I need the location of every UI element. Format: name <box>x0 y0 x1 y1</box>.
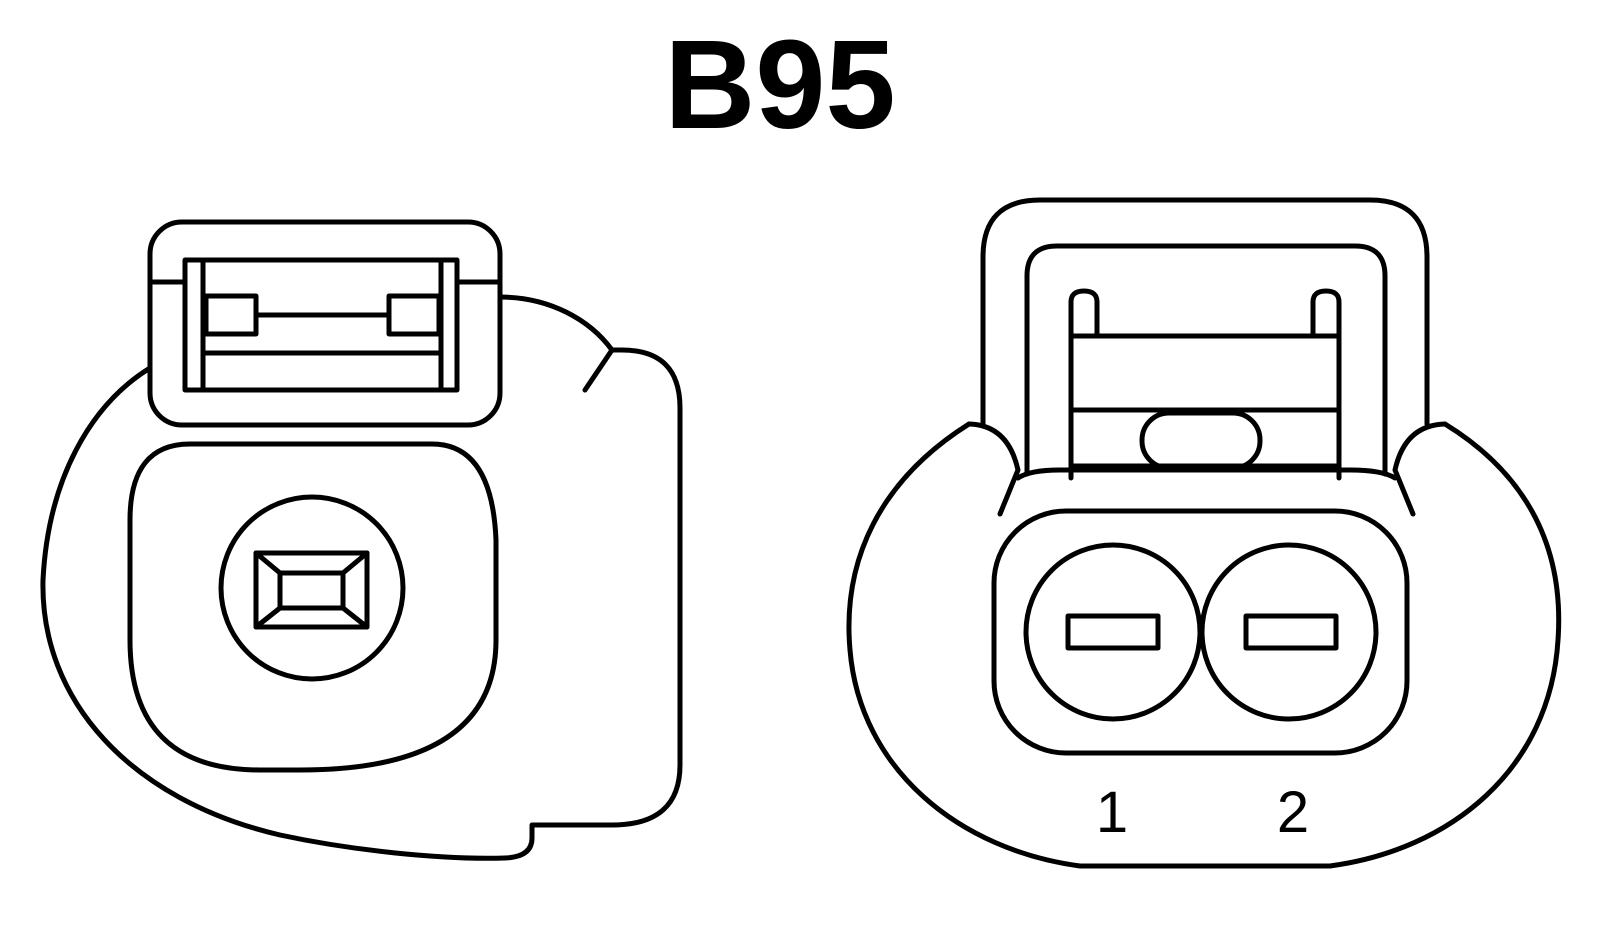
latch-tab-left <box>203 293 259 337</box>
front-housing-top <box>1015 467 1398 481</box>
pin-label-1: 1 <box>1096 780 1128 845</box>
latch-post-left <box>1068 288 1100 481</box>
pin-label-2: 2 <box>1277 780 1309 845</box>
connector-title: B95 <box>664 14 895 155</box>
pin-cavity-2 <box>1199 542 1379 722</box>
wire-seal-inner <box>277 570 346 611</box>
connector-notch <box>582 347 615 393</box>
front-shoulder-right <box>1392 421 1448 517</box>
connector-body-outline <box>40 347 683 861</box>
connector-back-view <box>40 219 683 861</box>
front-shoulder-left <box>966 421 1021 517</box>
wire-seal-outer <box>253 550 370 630</box>
wire-seal-bevel-tl <box>253 550 283 576</box>
connector-body-bulge <box>497 294 615 353</box>
latch-tab-right <box>386 293 442 337</box>
front-latch-inner <box>1024 243 1388 477</box>
front-body-outline <box>846 421 1562 869</box>
pin-cavity-frame <box>991 508 1410 756</box>
latch-post-right <box>1310 288 1342 481</box>
wire-seal-bevel-bl <box>253 605 283 630</box>
wire-entry-circle <box>218 494 406 682</box>
latch-frame <box>182 257 460 393</box>
front-latch-outer <box>980 197 1430 427</box>
latch-lock-pill <box>1139 410 1263 471</box>
wire-seal-bevel-tr <box>340 550 370 576</box>
connector-front-view: 1 2 <box>846 197 1562 869</box>
pin-terminal-2 <box>1243 613 1339 651</box>
pin-terminal-1 <box>1065 613 1161 651</box>
inner-body <box>127 441 499 773</box>
pin-cavity-1 <box>1023 542 1203 722</box>
wire-seal-bevel-br <box>340 605 370 630</box>
